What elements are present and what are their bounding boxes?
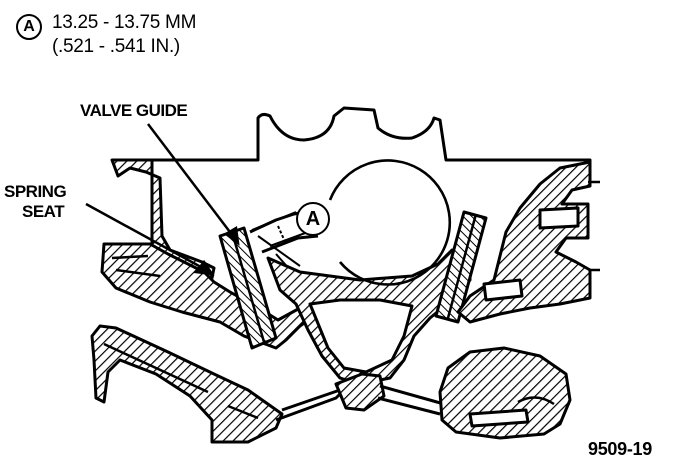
figure-number: 9509-19 [588,439,652,459]
dimension-marker-text: A [305,207,321,230]
valve-guide-leader [147,123,237,241]
valve-guide-arrowhead [223,225,240,246]
cam-bore-circle [328,159,452,286]
spring-seat-label-line1: SPRING [4,182,67,201]
chamber-void [308,298,414,374]
dimension-line-a [251,211,309,247]
spec-metric: 13.25 - 13.75 MM [52,12,197,33]
spring-seat-label-line2: SEAT [22,202,65,221]
lower-tie-right [377,384,445,416]
legend-marker-text: A [23,18,35,35]
lower-left-flange [90,324,284,444]
right-water-passage [538,206,580,230]
legend-marker-a: A [16,14,42,40]
spring-seat-arrowhead [193,259,215,276]
right-oil-passage [482,278,524,302]
bearing-cap-slot [468,408,530,428]
dimension-marker-a: A [296,202,330,236]
spring-seat-leader [85,202,211,274]
head-top-outline [152,106,592,175]
spec-imperial: (.521 - .541 IN.) [52,36,180,57]
valve-guide-label: VALVE GUIDE [80,101,188,120]
lower-tie-left [275,386,348,422]
lower-center-node [334,372,386,412]
